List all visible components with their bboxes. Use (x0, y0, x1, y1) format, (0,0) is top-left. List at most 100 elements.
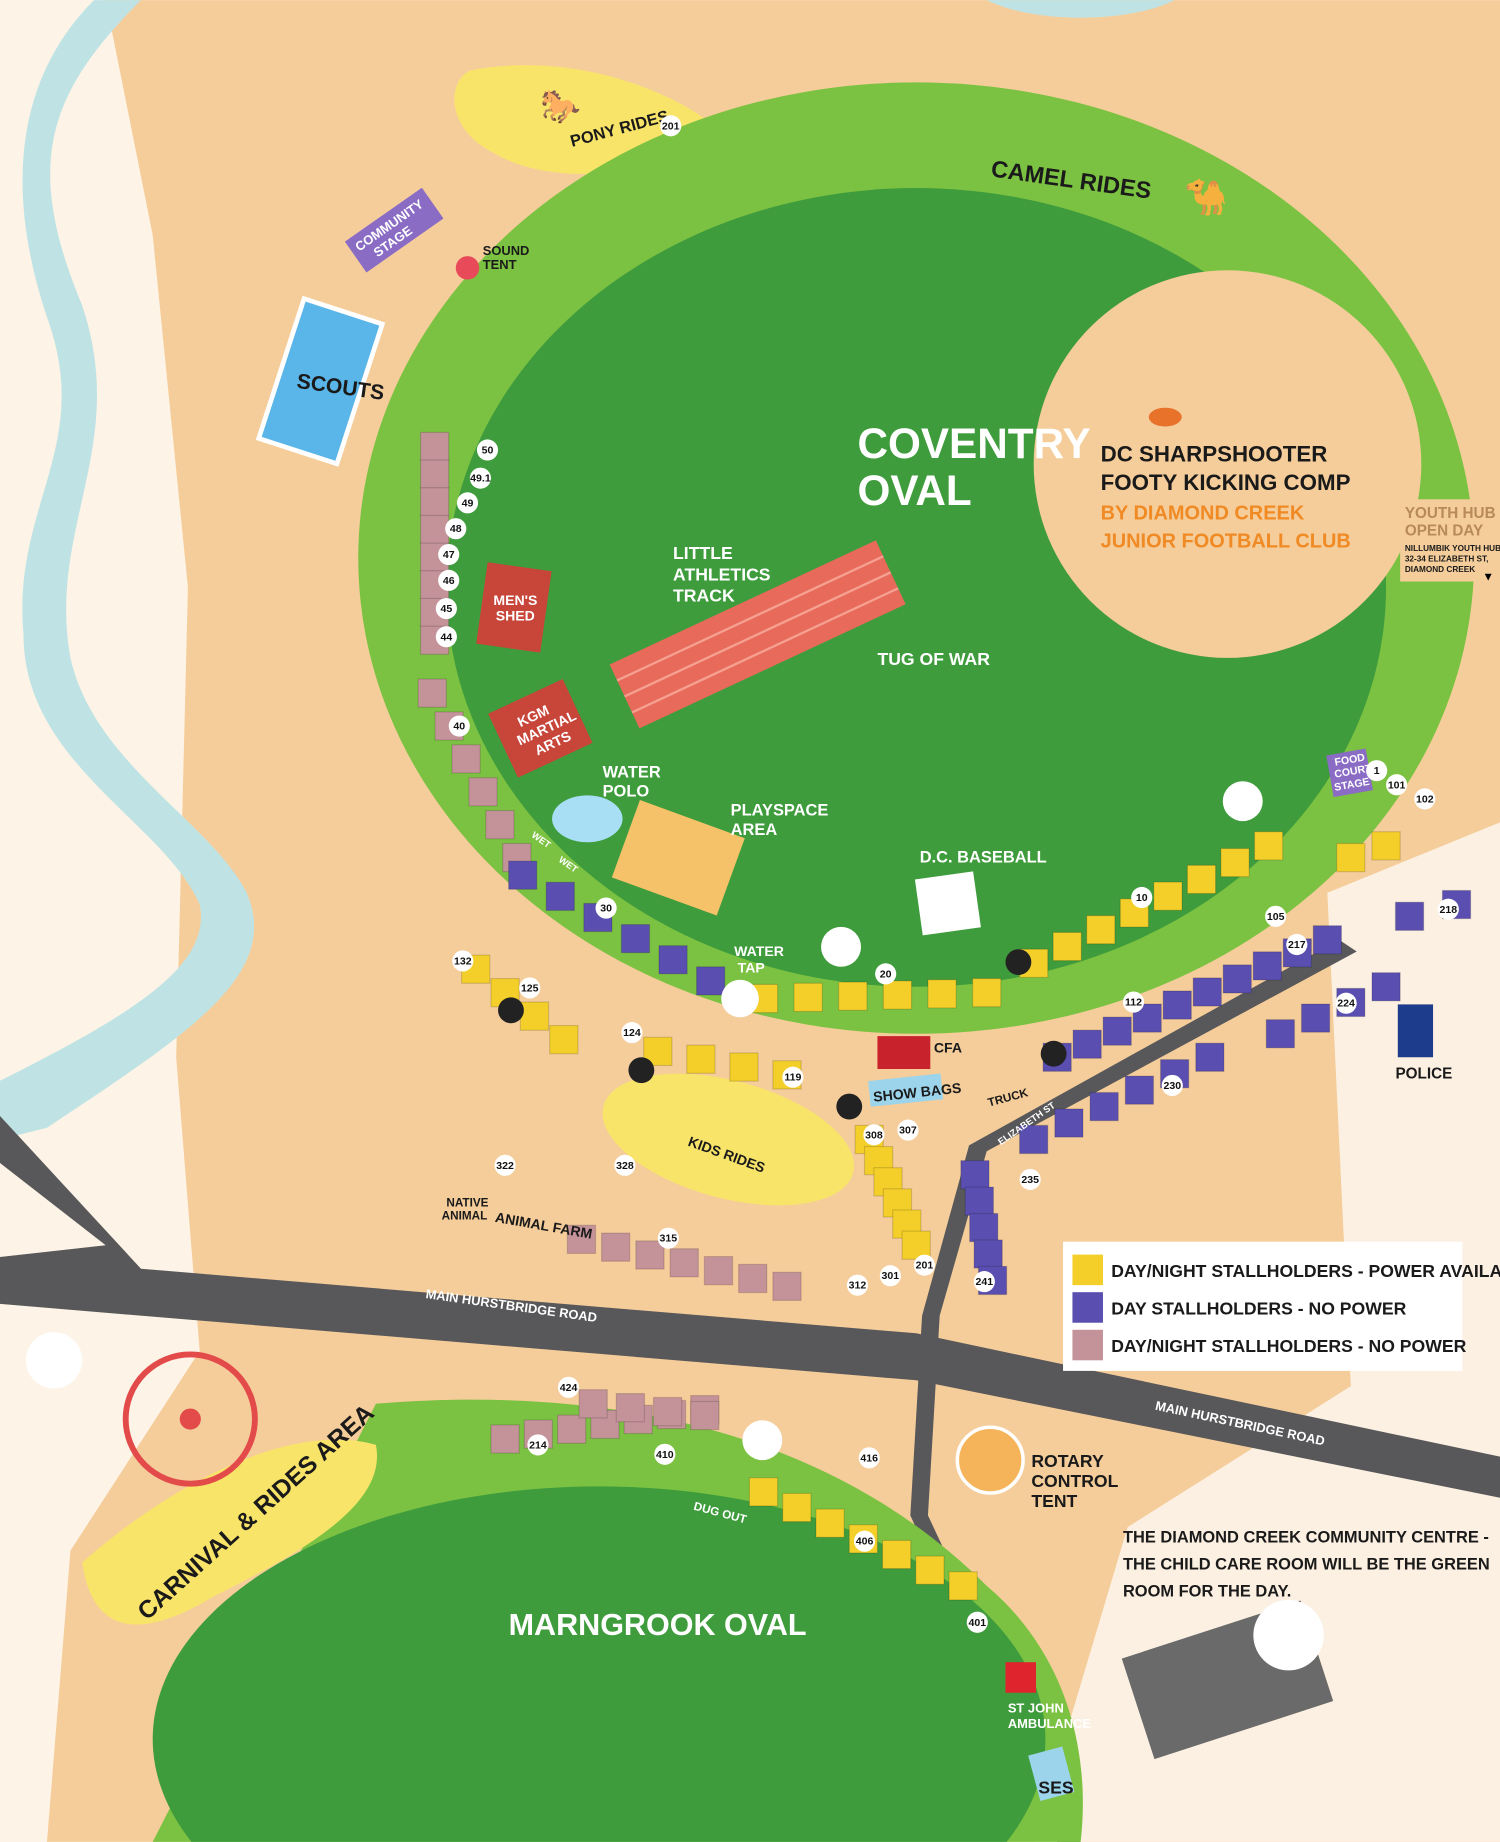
svg-text:214: 214 (529, 1439, 547, 1451)
toilets-icon (821, 926, 862, 967)
stall (419, 431, 450, 462)
stall-number: 47 (438, 543, 460, 566)
stall-number: 416 (858, 1447, 880, 1469)
label-rotary: TENT (1031, 1491, 1077, 1511)
svg-text:401: 401 (968, 1617, 986, 1629)
svg-text:224: 224 (1337, 998, 1355, 1010)
scouts-area (255, 295, 386, 467)
footy-title: FOOTY KICKING COMP (1101, 470, 1351, 495)
stall (556, 1414, 587, 1444)
stall (1253, 831, 1284, 861)
stall (419, 514, 450, 545)
stall (1195, 1042, 1225, 1072)
label-mens-shed: MEN'S (493, 592, 537, 608)
power-icon (1005, 949, 1032, 976)
label-water-tap: WATER (734, 943, 784, 959)
mens-shed-building (476, 562, 552, 653)
svg-text:102: 102 (1416, 793, 1434, 805)
label-mens-shed: SHED (496, 607, 535, 623)
label-water-polo: WATER (603, 764, 661, 782)
svg-text:315: 315 (660, 1233, 678, 1245)
stall-number: 424 (557, 1376, 580, 1398)
stall-number: 401 (966, 1611, 988, 1633)
svg-text:125: 125 (521, 982, 539, 994)
stall (881, 1539, 912, 1570)
svg-text:44: 44 (440, 631, 452, 643)
label-native-animal: NATIVE (446, 1196, 488, 1209)
playspace-mat (611, 800, 745, 916)
rotary-icon (955, 1425, 1025, 1495)
stall (973, 1239, 1003, 1269)
water-polo-pool (552, 795, 623, 843)
svg-text:46: 46 (443, 575, 455, 587)
stall-number: 105 (1265, 905, 1287, 927)
power-icon (498, 997, 524, 1024)
kids-rides-area (602, 1073, 854, 1206)
svg-text:307: 307 (899, 1125, 917, 1137)
stall (549, 1024, 579, 1055)
label-water-polo: POLO (603, 782, 650, 800)
stall (782, 1492, 812, 1523)
stall-number: 308 (863, 1124, 885, 1146)
stall-number: 125 (519, 977, 541, 999)
power-icon (1040, 1040, 1067, 1067)
svg-text:48: 48 (450, 523, 462, 535)
stall-number: 124 (621, 1022, 643, 1044)
stall-number: 132 (452, 950, 474, 972)
youth-hub-sign[interactable]: YOUTH HUB OPEN DAY NILLUMBIK YOUTH HUB 3… (1400, 499, 1500, 583)
stall (451, 744, 481, 774)
stall-number: 201 (913, 1254, 936, 1276)
legend: DAY/NIGHT STALLHOLDERS - POWER AVAILABLE… (1063, 1241, 1500, 1371)
camel-icon: 🐪 (1184, 178, 1228, 217)
stall (1186, 864, 1217, 895)
legend-swatch-day (1072, 1292, 1103, 1323)
stall-number: 217 (1286, 933, 1308, 956)
community-centre-note: THE CHILD CARE ROOM WILL BE THE GREEN (1123, 1555, 1490, 1573)
footy-area (1033, 270, 1422, 658)
label-ses: SES (1038, 1778, 1073, 1798)
svg-text:112: 112 (1125, 997, 1142, 1009)
svg-text:308: 308 (865, 1129, 883, 1141)
stall (838, 981, 868, 1011)
svg-text:322: 322 (496, 1160, 514, 1172)
stall (690, 1400, 720, 1431)
stall (703, 1255, 734, 1286)
stall (490, 1424, 520, 1454)
stall-number: 235 (1019, 1168, 1041, 1190)
label-rotary: CONTROL (1031, 1471, 1118, 1491)
label-st-john: AMBULANCE (1008, 1716, 1092, 1731)
ferris-wheel-icon (122, 1351, 258, 1487)
stall-number: 20 (875, 963, 897, 985)
stall (1222, 964, 1252, 994)
st-john-icon (1005, 1662, 1037, 1693)
light-area (1033, 822, 1500, 1842)
marngrook-oval-title: MARNGROOK OVAL (509, 1608, 807, 1642)
stall (652, 1396, 683, 1427)
stall (1072, 1029, 1102, 1059)
toilets-icon (742, 1420, 783, 1461)
footy-title: DC SHARPSHOOTER (1101, 442, 1328, 467)
svg-text:312: 312 (849, 1280, 867, 1292)
stall (635, 1240, 665, 1270)
label-sound-tent: TENT (483, 257, 517, 272)
stall (964, 1186, 995, 1216)
svg-text:406: 406 (856, 1536, 874, 1548)
coventry-oval-title: OVAL (857, 467, 971, 514)
stall-number: 410 (654, 1443, 676, 1465)
football-icon (1148, 407, 1182, 427)
svg-text:101: 101 (1388, 779, 1406, 791)
stall (815, 1508, 845, 1538)
stall-number: 241 (973, 1271, 995, 1293)
stall (1252, 951, 1282, 981)
athletics-track (609, 540, 906, 729)
stall (1371, 972, 1401, 1002)
stall-number: 218 (1437, 898, 1459, 920)
legend-label: DAY/NIGHT STALLHOLDERS - NO POWER (1111, 1336, 1466, 1356)
svg-text:124: 124 (623, 1027, 641, 1039)
stall-number: 1 (1366, 760, 1388, 782)
label-cfa: CFA (934, 1040, 962, 1056)
stall (468, 777, 498, 807)
label-police: POLICE (1395, 1065, 1452, 1082)
legend-label: DAY STALLHOLDERS - NO POWER (1111, 1299, 1406, 1319)
